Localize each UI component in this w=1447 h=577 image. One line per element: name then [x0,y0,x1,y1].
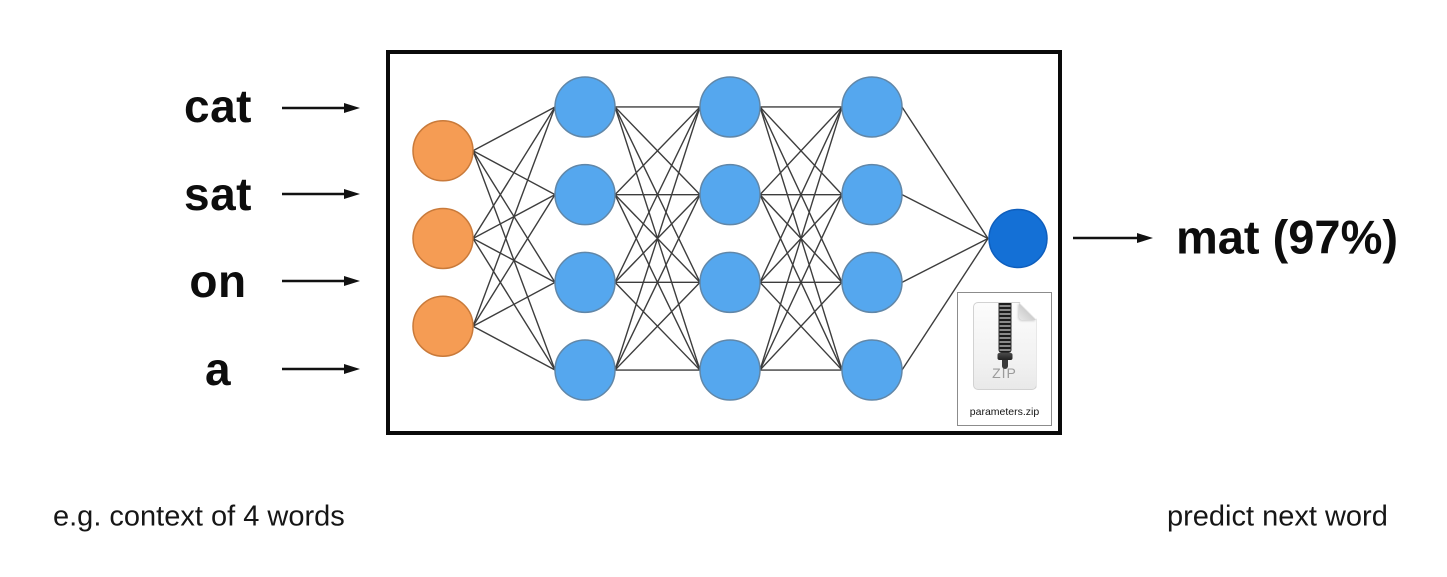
folded-corner-icon [1019,303,1036,320]
input-arrow-icon [282,276,360,286]
zipper-pull-icon [1002,360,1008,369]
input-word-on: on [189,255,247,307]
input-arrow-icon [282,189,360,199]
zip-filename-label: parameters.zip [969,406,1040,418]
caption-predict: predict next word [1167,500,1388,533]
input-arrow-icon [282,364,360,374]
predicted-word-label: mat (97%) [1176,210,1399,264]
zipper-icon [998,303,1011,353]
zip-badge-label: ZIP [992,365,1017,381]
parameters-file-panel: ZIP parameters.zip [957,292,1052,426]
input-arrow-icon [282,103,360,113]
output-arrow-icon [1073,233,1153,243]
zipper-slider-icon [997,353,1012,360]
caption-context: e.g. context of 4 words [53,500,345,533]
input-word-a: a [204,343,232,395]
input-word-cat: cat [184,80,252,132]
zip-file-icon: ZIP [973,302,1037,390]
input-word-sat: sat [184,168,252,220]
